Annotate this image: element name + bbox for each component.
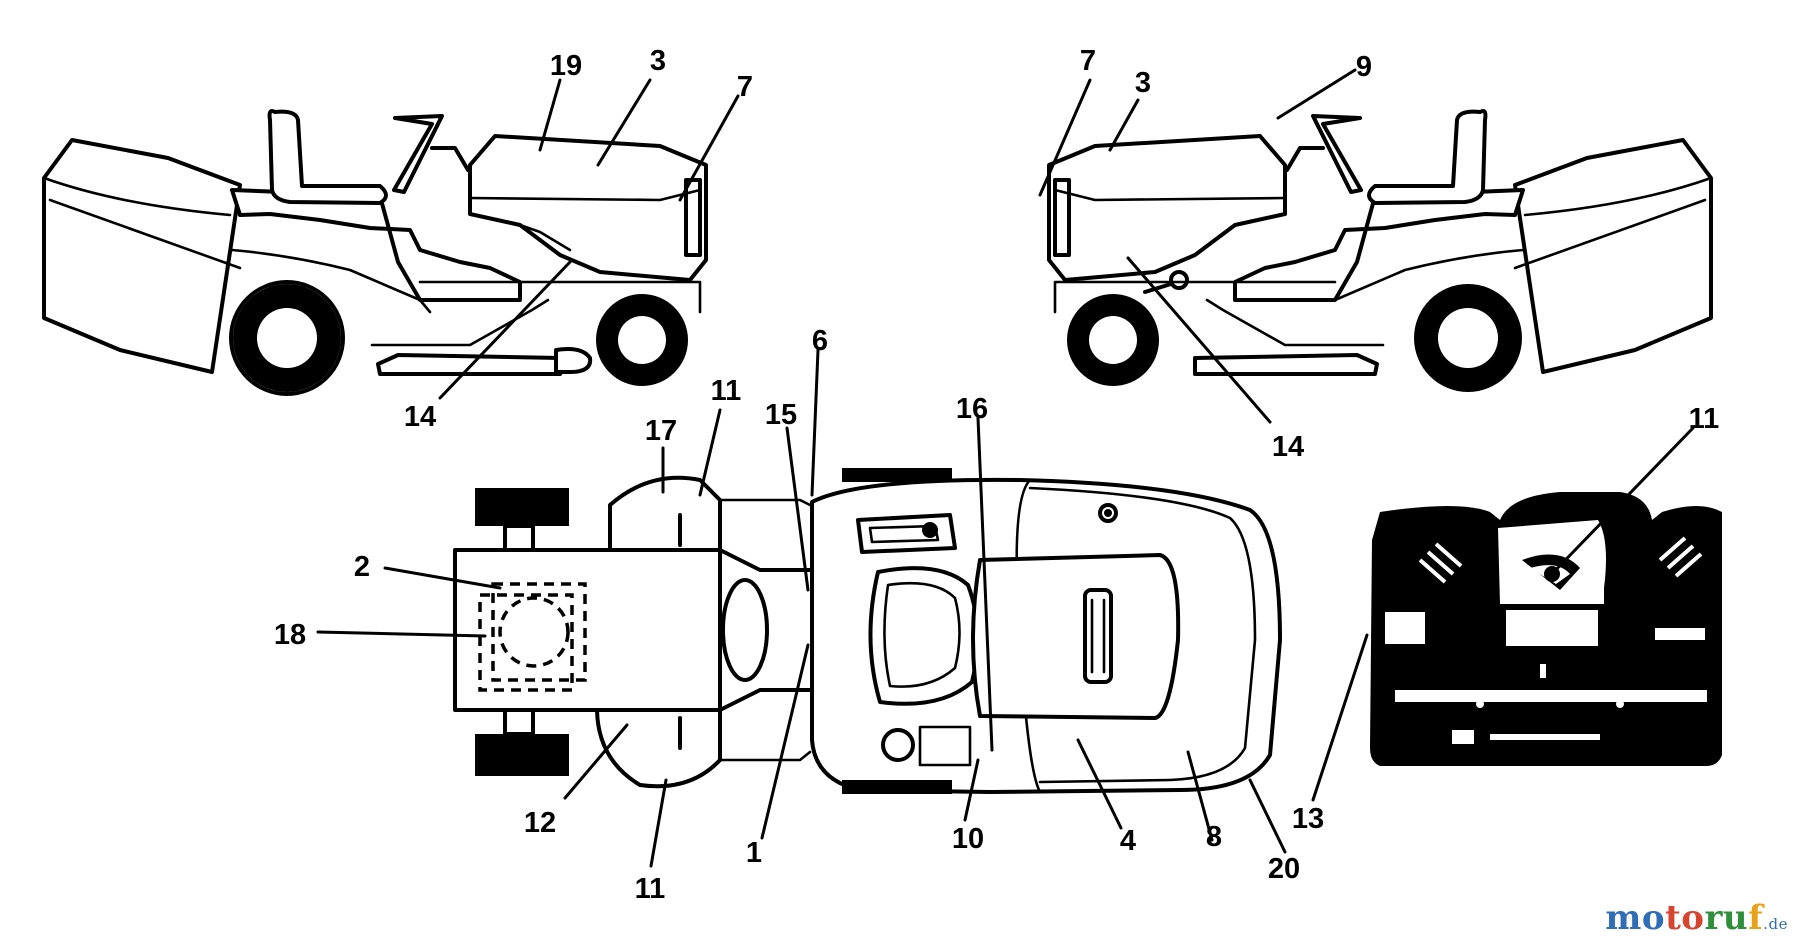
rear-wheel-top-lower [475, 734, 569, 776]
part-label: 9 [1356, 51, 1372, 83]
seat-left [267, 109, 388, 205]
part-label: 6 [812, 325, 828, 357]
leader-lines [316, 68, 1695, 868]
part-label: 12 [524, 807, 556, 839]
mower-side-view-left [42, 109, 708, 396]
grass-bag-left [42, 138, 242, 374]
part-label: 10 [952, 823, 984, 855]
part-label: 3 [1135, 67, 1151, 99]
part-label: 11 [1689, 403, 1720, 435]
part-label: 11 [711, 375, 742, 407]
rear-wheel-top-upper [475, 488, 569, 526]
part-label: 14 [404, 401, 436, 433]
steering-wheel-left [392, 114, 444, 194]
rear-wheel-left [229, 280, 345, 396]
watermark-part: to [1665, 898, 1705, 938]
dash-panel [1370, 492, 1722, 766]
part-label: 11 [635, 873, 666, 905]
part-label: 7 [1080, 45, 1096, 77]
rear-fender-left [230, 188, 522, 302]
watermark-logo: motoruf.de [1605, 898, 1788, 938]
part-label: 13 [1292, 803, 1324, 835]
hood-left [468, 134, 708, 282]
part-label: 18 [274, 619, 306, 651]
mower-deck-left [376, 353, 562, 376]
watermark-part: f [1748, 898, 1764, 938]
part-label: 4 [1120, 825, 1136, 857]
mower-side-view-right [1047, 109, 1713, 392]
part-label: 15 [765, 399, 797, 431]
watermark-tld: .de [1763, 915, 1788, 933]
part-labels: 19 3 7 14 7 3 9 14 6 11 15 17 16 2 18 12… [274, 45, 1719, 905]
mower-top-view [453, 468, 1282, 794]
watermark-part: ru [1704, 898, 1749, 938]
part-label: 7 [737, 71, 753, 103]
part-label: 20 [1268, 853, 1300, 885]
part-label: 16 [956, 393, 988, 425]
part-label: 14 [1272, 431, 1304, 463]
part-label: 1 [746, 837, 762, 869]
part-label: 3 [650, 45, 666, 77]
part-label: 8 [1206, 821, 1222, 853]
watermark-part: mo [1605, 898, 1666, 938]
part-label: 17 [645, 415, 677, 447]
part-label: 2 [354, 551, 370, 583]
part-label: 19 [550, 50, 582, 82]
